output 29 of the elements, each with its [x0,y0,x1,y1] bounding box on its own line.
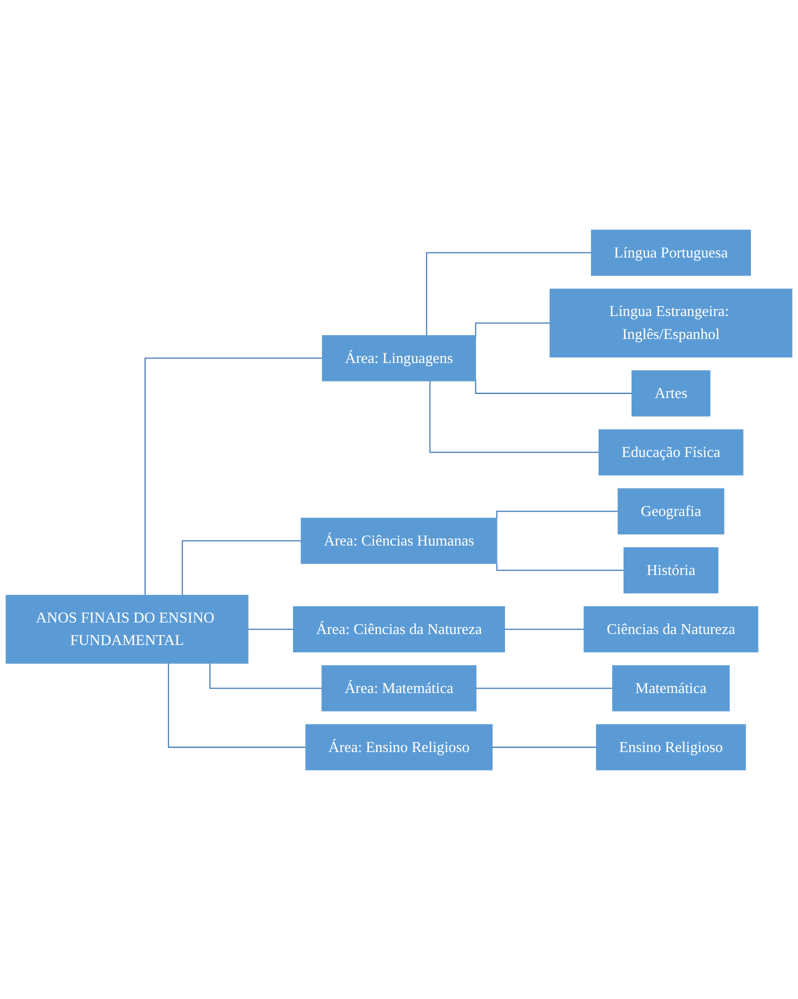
connector [429,380,599,452]
connector [247,628,294,630]
node-box: Ensino Religioso [596,724,746,770]
node-box: Artes [632,370,710,416]
connector [496,562,624,570]
node-box: ANOS FINAIS DO ENSINO FUNDAMENTAL [6,594,248,664]
node-box: Ciências da Natureza [584,606,758,652]
node-box: Língua Estrangeira: Inglês/Espanhol [550,288,792,357]
node-box: Geografia [618,488,724,534]
node-box: Área: Matemática [322,664,476,711]
connector [504,628,584,630]
node-box: Área: Ensino Religioso [305,724,493,770]
node-box: Matemática [612,664,730,711]
connector [209,662,322,688]
node-box: História [624,546,718,593]
connector [144,357,322,595]
connector [182,540,302,595]
connector [475,687,613,688]
connector [475,322,550,337]
connector [496,510,618,518]
node-box: Educação Física [598,428,744,475]
connector [168,662,306,748]
connector [426,252,592,336]
node-box: Área: Ciências da Natureza [293,606,505,652]
connector [475,378,632,394]
node-box: Área: Ciências Humanas [300,517,498,564]
node-box: Área: Linguagens [322,334,476,381]
connector [492,746,596,748]
node-box: Língua Portuguesa [590,229,751,276]
